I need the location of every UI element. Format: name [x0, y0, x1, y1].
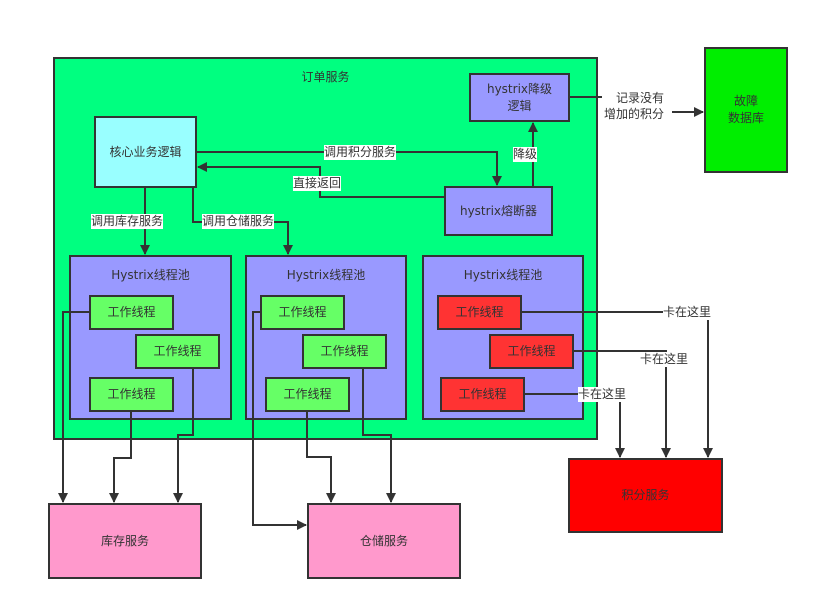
worker-thread[interactable]: 工作线程 [260, 295, 345, 330]
order-service-title: 订单服务 [301, 70, 350, 84]
hystrix-circuit-breaker-label: hystrix熔断器 [459, 203, 538, 218]
inventory-service-label: 库存服务 [100, 533, 149, 548]
edge-label-call-points: 调用积分服务 [324, 145, 397, 160]
worker-thread-label: 工作线程 [153, 344, 202, 358]
edge-label-call-warehouse: 调用仓储服务 [202, 214, 275, 229]
worker-thread[interactable]: 工作线程 [135, 334, 220, 369]
worker-thread-label: 工作线程 [278, 305, 327, 319]
thread-pool-title: Hystrix线程池 [463, 268, 543, 282]
edge-label-record-points: 记录没有 增加的积分 [604, 90, 665, 122]
core-business-logic-box[interactable]: 核心业务逻辑 [94, 116, 197, 188]
worker-thread-label: 工作线程 [107, 305, 156, 319]
worker-thread-stuck[interactable]: 工作线程 [437, 295, 522, 330]
hystrix-circuit-breaker-box[interactable]: hystrix熔断器 [444, 186, 553, 236]
worker-thread-label: 工作线程 [507, 344, 556, 358]
worker-thread-label: 工作线程 [320, 344, 369, 358]
worker-thread[interactable]: 工作线程 [89, 377, 174, 412]
edge-label-degrade: 降级 [513, 147, 538, 162]
fault-database-box[interactable]: 故障 数据库 [704, 47, 788, 173]
worker-thread[interactable]: 工作线程 [89, 295, 174, 330]
hystrix-degrade-logic-box[interactable]: hystrix降级 逻辑 [469, 73, 570, 122]
edge-label-stuck-here: 卡在这里 [663, 305, 712, 320]
worker-thread[interactable]: 工作线程 [265, 377, 350, 412]
hystrix-degrade-logic-label: hystrix降级 逻辑 [486, 81, 553, 113]
thread-pool-title: Hystrix线程池 [286, 268, 366, 282]
worker-thread-label: 工作线程 [283, 387, 332, 401]
edge-label-stuck-here: 卡在这里 [578, 387, 627, 402]
warehouse-service-label: 仓储服务 [359, 533, 408, 548]
worker-thread-label: 工作线程 [107, 387, 156, 401]
points-service-label: 积分服务 [621, 488, 670, 502]
points-service-box[interactable]: 积分服务 [568, 458, 723, 533]
worker-thread-stuck[interactable]: 工作线程 [489, 334, 574, 369]
edge-label-call-inventory: 调用库存服务 [91, 214, 164, 229]
worker-thread[interactable]: 工作线程 [302, 334, 387, 369]
core-business-logic-label: 核心业务逻辑 [109, 144, 182, 159]
inventory-service-box[interactable]: 库存服务 [48, 503, 202, 579]
edge-label-return-direct: 直接返回 [293, 176, 342, 191]
worker-thread-label: 工作线程 [458, 387, 507, 401]
worker-thread-label: 工作线程 [455, 305, 504, 319]
worker-thread-stuck[interactable]: 工作线程 [440, 377, 525, 412]
edge-label-stuck-here: 卡在这里 [640, 352, 689, 367]
warehouse-service-box[interactable]: 仓储服务 [307, 503, 461, 579]
thread-pool-title: Hystrix线程池 [111, 268, 190, 282]
fault-database-label: 故障 数据库 [727, 94, 764, 125]
